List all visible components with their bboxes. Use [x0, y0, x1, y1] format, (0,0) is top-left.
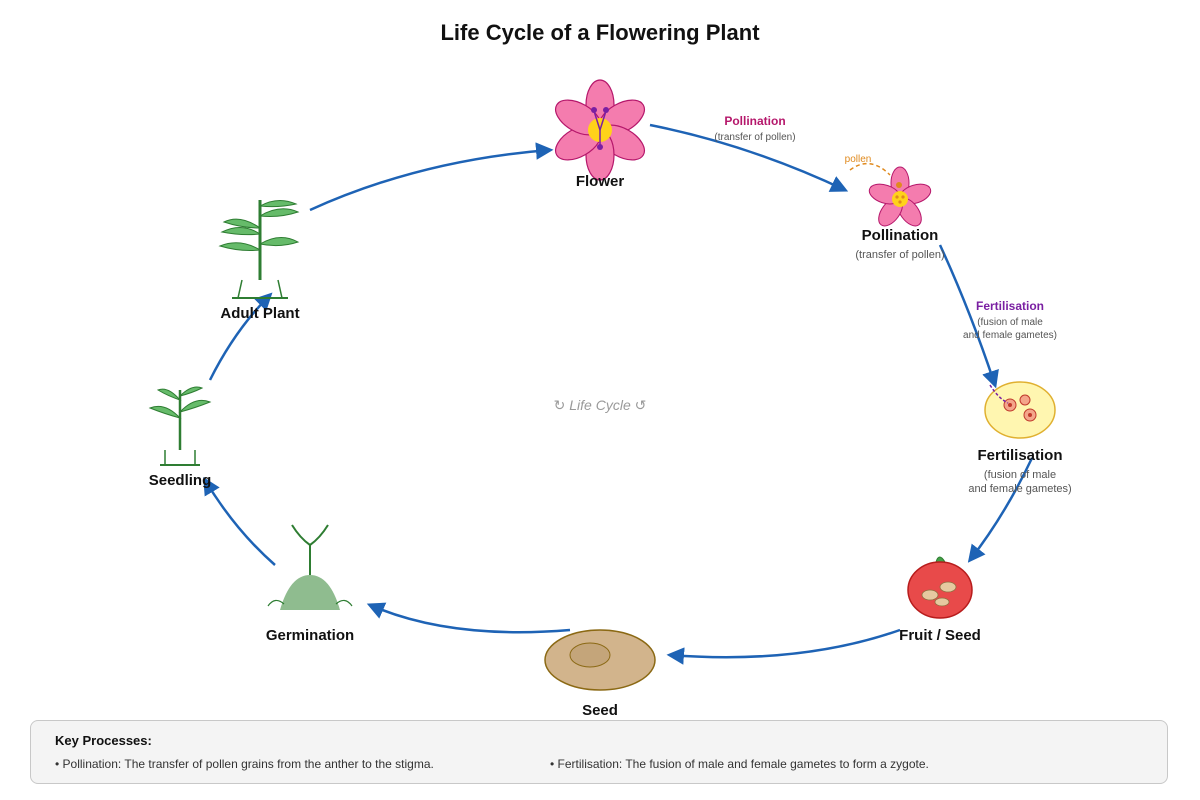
- arrow-adult-to-flower: [309, 142, 554, 212]
- center-cycle-label: ↻ Life Cycle ↺: [554, 397, 647, 413]
- adult-plant-icon: [218, 200, 300, 299]
- germination-label: Germination: [266, 627, 354, 644]
- adult-plant-label: Adult Plant: [220, 305, 299, 322]
- seedling-icon: [148, 386, 212, 466]
- key-item-pollination: • Pollination: The transfer of pollen gr…: [55, 757, 434, 771]
- fertilisation-arrow-subtitle-line1: (fusion of male: [977, 317, 1043, 328]
- pollination-sublabel: (transfer of pollen): [855, 249, 944, 261]
- arrow-seed-to-germination: [366, 602, 571, 634]
- diagram-title: Life Cycle of a Flowering Plant: [440, 20, 760, 45]
- fertilisation-label: Fertilisation: [977, 447, 1062, 464]
- key-processes-box: Key Processes: • Pollination: The transf…: [30, 720, 1168, 784]
- pollen-label: pollen: [845, 154, 872, 165]
- pollen-path: [849, 162, 891, 176]
- fertilisation-arrow-title: Fertilisation: [976, 299, 1044, 313]
- arrow-germination-to-seedling: [203, 476, 276, 566]
- flower-icon: [554, 79, 646, 181]
- arrow-seedling-to-adult: [208, 292, 273, 381]
- arrow-fertilisation-to-fruit: [967, 457, 1034, 563]
- germination-icon: [267, 524, 353, 610]
- pollination-flower-icon: [868, 166, 932, 227]
- flower-label: Flower: [576, 173, 625, 190]
- fertilisation-arrow-subtitle-line2: and female gametes): [963, 330, 1057, 341]
- fruit-seed-label: Fruit / Seed: [899, 627, 981, 644]
- egg-cell-icon: [984, 381, 1056, 439]
- pollination-arrow-subtitle: (transfer of pollen): [714, 132, 795, 143]
- pollen-tube: [989, 384, 1009, 404]
- seedling-label: Seedling: [149, 472, 212, 489]
- arrow-flower-to-pollination: [649, 123, 849, 192]
- arrow-pollination-to-fertilisation: [938, 244, 999, 389]
- fruit-icon: [907, 556, 973, 619]
- arrow-fruit-to-seed: [666, 628, 901, 665]
- fertilisation-sublabel-line2: and female gametes): [968, 483, 1071, 495]
- pollination-label: Pollination: [862, 227, 939, 244]
- seed-icon: [544, 629, 656, 691]
- key-processes-title: Key Processes:: [55, 733, 152, 748]
- key-item-fertilisation: • Fertilisation: The fusion of male and …: [550, 757, 929, 771]
- fertilisation-sublabel-line1: (fusion of male: [984, 469, 1056, 481]
- pollination-arrow-title: Pollination: [724, 114, 785, 128]
- seed-label: Seed: [582, 702, 618, 719]
